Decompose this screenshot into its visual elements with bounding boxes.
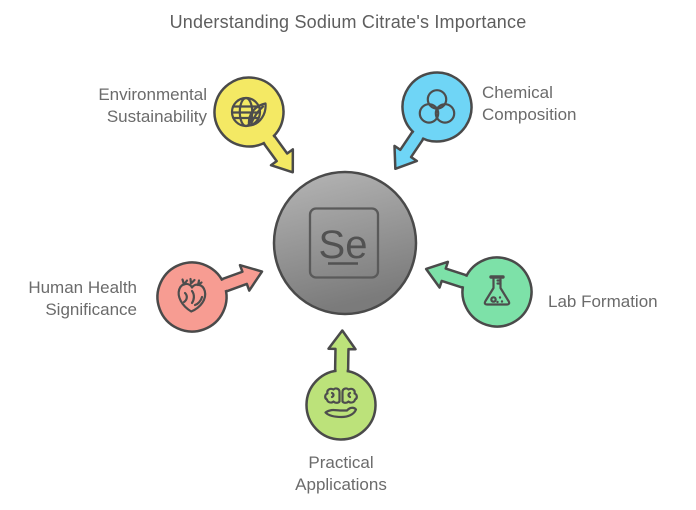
node-circle [461,256,533,328]
node-environmental-sustainability [213,76,295,174]
label-lab-formation: Lab Formation [548,292,658,311]
heart-icon [177,277,207,313]
node-human-health-significance [156,261,264,333]
element-symbol: Se [319,223,368,267]
element-tile [308,207,380,279]
arrow-junction [259,129,279,150]
arrow-junction [214,277,234,293]
node-chemical-composition [393,71,473,171]
node-practical-applications [305,329,377,441]
brain-hand-icon [324,387,358,419]
arrow-junction [409,125,427,146]
arrow-junction [336,362,347,380]
node-circle [156,261,228,333]
label-human-health-significance: Human Health Significance [28,278,137,319]
label-chemical-composition: Chemical Composition [482,83,577,124]
globe-leaf-icon [230,96,267,128]
label-environmental-sustainability: Environmental Sustainability [98,85,207,126]
flask-icon [483,275,511,306]
diagram-title: Understanding Sodium Citrate's Importanc… [169,12,527,32]
label-practical-applications: Practical Applications [295,453,387,494]
center-node: Se [272,170,418,316]
node-lab-formation [424,256,533,328]
node-circle [305,369,377,441]
molecule-icon [418,89,456,124]
center-circle [272,170,418,316]
arrow-junction [455,274,475,289]
